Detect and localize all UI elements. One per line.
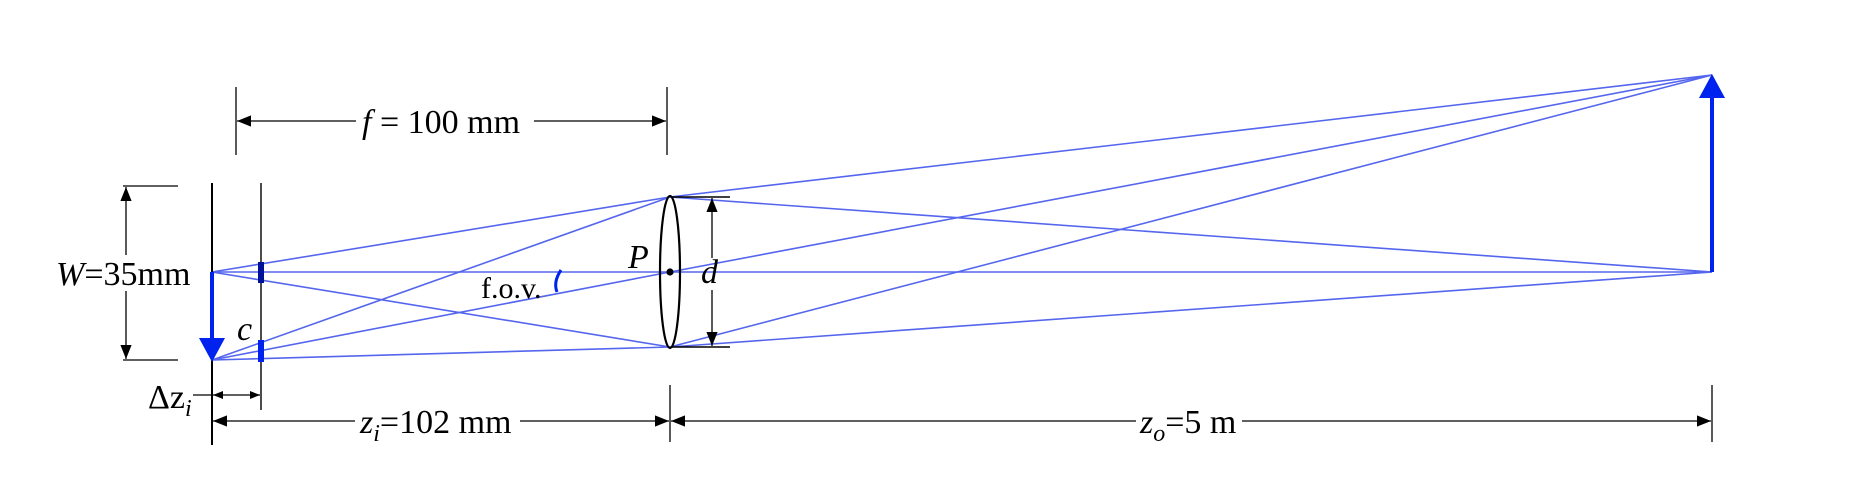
ray-object-top-lens-bottom (669, 74, 1713, 348)
ray-object-base-lens-top (669, 196, 1713, 273)
object-arrow (1699, 74, 1725, 272)
pupil-label: P (627, 239, 649, 276)
zo-label: zo=5 m (1139, 404, 1236, 447)
ray-bundle (211, 74, 1713, 361)
aperture-label: d (701, 254, 719, 291)
sensor-width-label: W=35mm (56, 256, 190, 293)
ray-image-bottom-b (211, 346, 671, 361)
ray-image-top-a (211, 196, 671, 273)
image-arrow (199, 272, 225, 362)
ray-object-base-lens-bottom (669, 271, 1713, 348)
ray-image-top-b (211, 196, 671, 361)
ray-object-top-center (669, 74, 1713, 273)
ray-image-bottom-a (211, 271, 671, 348)
fov-label: f.o.v. (481, 272, 542, 305)
lens (658, 194, 682, 350)
focal-length-label: f = 100 mm (362, 104, 520, 141)
ray-object-top-lens-top (669, 74, 1713, 198)
ray-image-center-b (211, 271, 671, 361)
fov-arc (554, 269, 563, 293)
pupil-point (666, 268, 674, 276)
zi-label: zi=102 mm (359, 404, 511, 447)
delta-zi-label: Δzi (148, 379, 192, 422)
coc-label: c (237, 311, 252, 348)
